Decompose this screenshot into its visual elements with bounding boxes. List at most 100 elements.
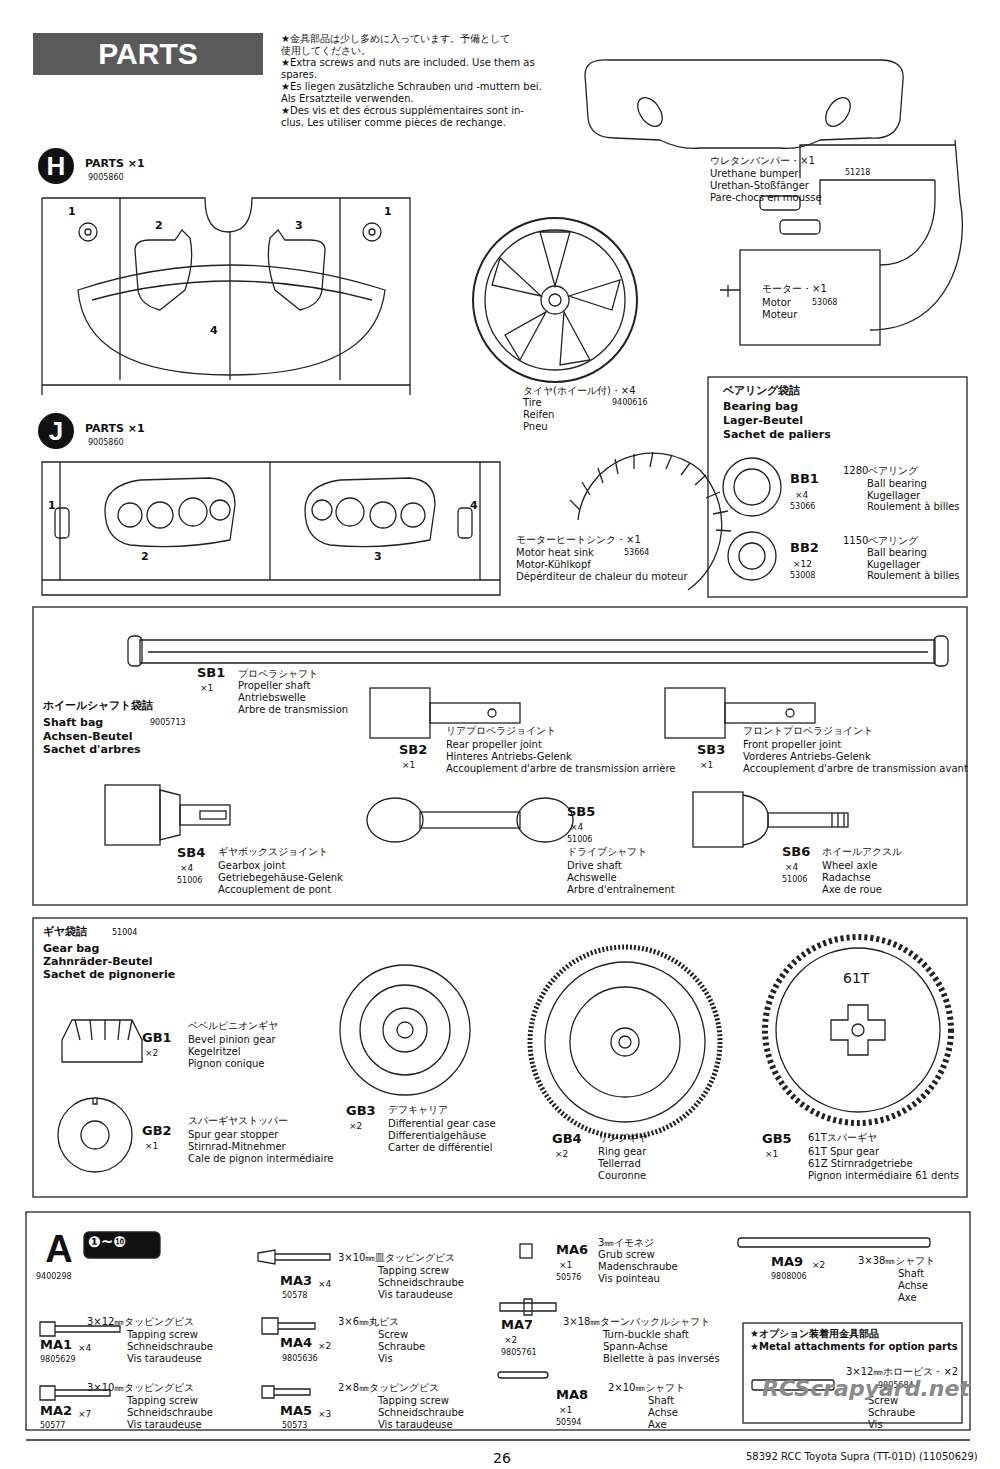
part-text: Schneidschraube (127, 1341, 213, 1353)
part-text: Roulement à billes (867, 501, 960, 513)
part-text: GB3 (346, 1104, 376, 1119)
part-text: Propeller shaft (238, 680, 310, 692)
part-text: GB4 (552, 1132, 582, 1147)
part-text: Sachet de paliers (723, 429, 831, 442)
part-text: Radachse (822, 872, 871, 884)
part-text: 50578 (282, 1291, 307, 1300)
part-text: 9005860 (88, 173, 124, 182)
part-text: Vis taraudeuse (127, 1419, 202, 1431)
part-text: 50577 (40, 1421, 65, 1430)
part-text: Urethane bumper (710, 168, 798, 180)
part-text: ×4 (78, 1343, 91, 1353)
part-text: Pignon conique (188, 1058, 264, 1070)
part-text: ×2 (504, 1335, 517, 1345)
part-text: ×1 (402, 760, 415, 770)
part-text: ★Extra screws and nuts are included. Use… (281, 57, 535, 69)
part-text: 9005860 (88, 438, 124, 447)
part-text: 53066 (790, 502, 815, 511)
part-text: Gearbox joint (218, 860, 285, 872)
part-text: Ball bearing (867, 547, 927, 559)
callout-number: 1 (384, 206, 392, 219)
part-text: Vis (378, 1353, 393, 1365)
part-text: リングギヤ (598, 1132, 648, 1144)
part-text: MA6 (556, 1243, 588, 1258)
part-text: ★Des vis et des écrous supplémentaires s… (281, 105, 524, 117)
part-text: MA9 (771, 1255, 803, 1270)
part-text: Schraube (868, 1407, 915, 1419)
part-text: 9400298 (36, 1272, 72, 1281)
part-text: PARTS ×1 (85, 423, 145, 436)
part-text: GB2 (142, 1124, 172, 1139)
part-text: Tapping screw (127, 1329, 198, 1341)
part-text: spares. (281, 69, 317, 81)
part-text: Kugellager (867, 490, 920, 502)
part-text: 3×38㎜シャフト (858, 1255, 935, 1267)
part-text: Ball bearing (867, 478, 927, 490)
part-text: 3×18㎜ターンバックルシャフト (563, 1316, 710, 1328)
part-text: 26 (493, 1450, 511, 1466)
part-text: BB1 (790, 472, 819, 487)
part-text: 9805636 (282, 1354, 318, 1363)
bag-letter-box: A (36, 1226, 82, 1273)
part-text: 9005713 (150, 718, 186, 727)
part-text: 2×10㎜シャフト (608, 1382, 685, 1394)
callout-number: 1 (48, 500, 56, 513)
part-text: Wheel axle (822, 860, 877, 872)
part-text: ×1 (145, 1141, 158, 1151)
part-text: Rear propeller joint (446, 739, 542, 751)
part-text: 9400616 (612, 398, 648, 407)
sprue-letter-circle: J (38, 413, 74, 449)
part-text: Tire (523, 397, 542, 409)
part-text: 61Z Stirnradgetriebe (808, 1158, 913, 1170)
part-text: Shaft (898, 1268, 924, 1280)
part-text: Vis taraudeuse (378, 1419, 453, 1431)
part-text: Screw (378, 1329, 408, 1341)
node-label: J (49, 416, 63, 447)
part-text: Motor-Kühlkopf (516, 559, 591, 571)
part-text: ギヤ袋詰 (43, 926, 87, 939)
part-text: 50594 (556, 1418, 581, 1427)
part-text: ×4 (785, 862, 798, 872)
callout-number: 4 (210, 325, 218, 338)
part-text: Als Ersatzteile verwenden. (281, 93, 414, 105)
part-text: Schneidschraube (378, 1407, 464, 1419)
part-text: Spann-Achse (603, 1341, 668, 1353)
part-text: 3㎜イモネジ (598, 1237, 654, 1249)
part-text: タイヤ(ホイール付)・×4 (523, 385, 636, 397)
part-text: ホイールシャフト袋詰 (43, 700, 153, 713)
part-text: Bearing bag (723, 401, 798, 414)
part-text: Drive shaft (567, 860, 622, 872)
part-text: リアプロペラジョイント (446, 725, 556, 737)
part-text: Vis taraudeuse (378, 1289, 453, 1301)
part-text: Vis taraudeuse (127, 1353, 202, 1365)
part-text: 9808006 (771, 1272, 807, 1281)
part-text: ×1 (765, 1149, 778, 1159)
part-text: ドライブシャフト (567, 846, 647, 858)
part-text: Sachet d'arbres (43, 744, 141, 757)
part-text: 61T (843, 970, 869, 986)
part-text: SB4 (177, 846, 205, 861)
part-text: 61Tスパーギヤ (808, 1132, 877, 1144)
part-text: Achse (648, 1407, 678, 1419)
node-label: A (45, 1228, 72, 1271)
part-text: ×2 (812, 1260, 825, 1270)
part-text: ×2 (145, 1048, 158, 1058)
part-text: Motor (762, 297, 791, 309)
part-text: Axe de roue (822, 884, 882, 896)
callout-number: 3 (295, 220, 303, 233)
part-text: Cale de pignon intermédiaire (188, 1153, 333, 1165)
part-text: Tapping screw (378, 1395, 449, 1407)
part-text: MA3 (280, 1274, 312, 1289)
part-text: 51006 (782, 875, 807, 884)
part-text: Bevel pinion gear (188, 1034, 276, 1046)
part-text: ×2 (555, 1149, 568, 1159)
part-text: Roulement à billes (867, 570, 960, 582)
part-text: Tellerrad (598, 1158, 641, 1170)
part-text: Spur gear stopper (188, 1129, 278, 1141)
callout-number: 2 (141, 551, 149, 564)
part-text: 3×10㎜皿タッピングビス (338, 1252, 455, 1264)
part-text: ベアリング袋詰 (723, 385, 800, 398)
callout-number: 2 (155, 220, 163, 233)
part-text: Shaft bag (43, 717, 103, 730)
part-text: clus. Les utiliser comme pièces de recha… (281, 117, 506, 129)
